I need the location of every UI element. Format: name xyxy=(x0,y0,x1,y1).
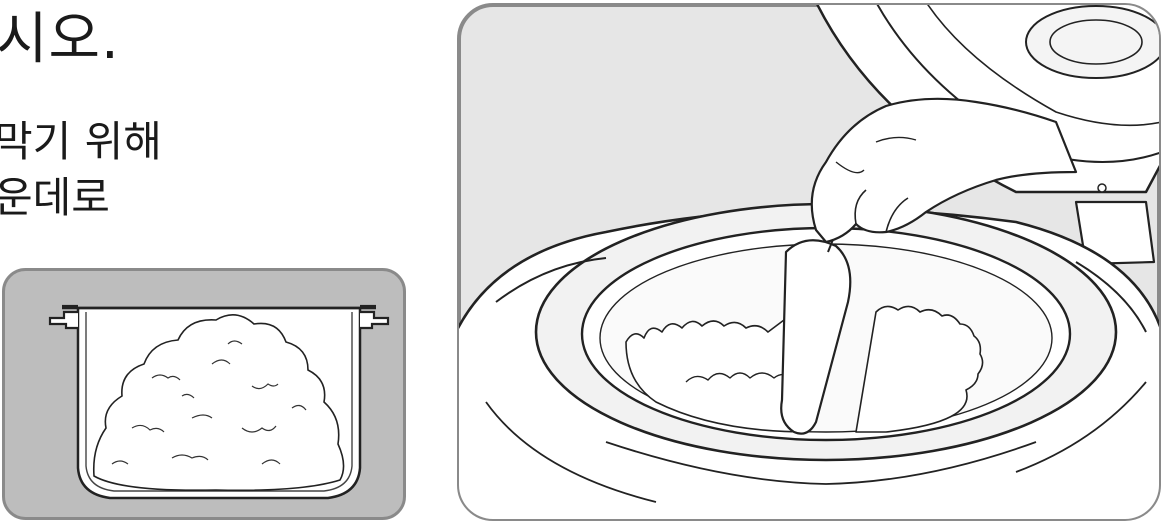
cooker-stirring-illustration xyxy=(456,2,1162,522)
rice-pot-full-icon xyxy=(2,268,406,520)
instruction-line-1: 막기 위해 xyxy=(0,114,162,170)
rice-pot-illustration xyxy=(2,268,406,520)
page-heading: 시오. xyxy=(0,8,120,72)
cooker-stirring-rice-icon xyxy=(456,2,1162,522)
instruction-line-2: 운데로 xyxy=(0,170,162,226)
instruction-text: 막기 위해 운데로 xyxy=(0,114,162,226)
